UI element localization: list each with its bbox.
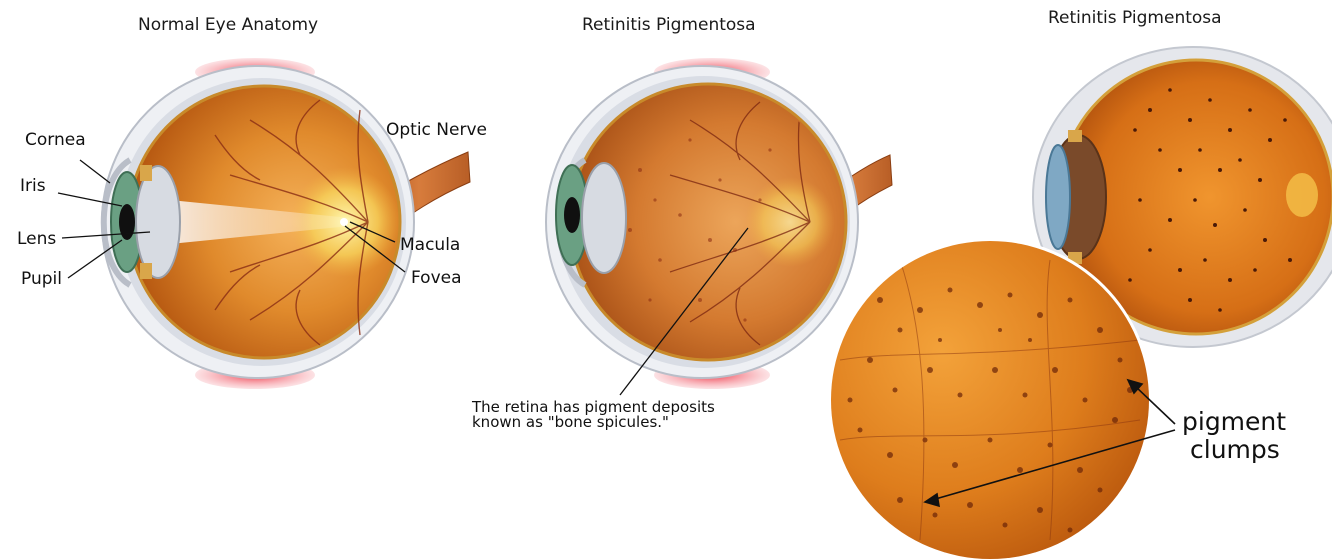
label-optic-nerve: Optic Nerve [386, 120, 487, 140]
label-fovea: Fovea [411, 268, 462, 288]
title-retinitis-pigmentosa-right: Retinitis Pigmentosa [1048, 8, 1222, 28]
label-cornea: Cornea [25, 130, 86, 150]
magnified-fundus-view [828, 238, 1152, 559]
normal-eye-illustration [102, 58, 470, 389]
label-macula: Macula [400, 235, 460, 255]
label-lens: Lens [17, 229, 56, 249]
label-pigment: pigment [1182, 408, 1286, 436]
title-normal-eye-anatomy: Normal Eye Anatomy [138, 15, 318, 35]
label-pupil: Pupil [21, 269, 62, 289]
caption-line-2: known as "bone spicules." [472, 415, 669, 430]
label-iris: Iris [20, 176, 46, 196]
title-retinitis-pigmentosa-middle: Retinitis Pigmentosa [582, 15, 756, 35]
label-clumps: clumps [1190, 436, 1280, 464]
